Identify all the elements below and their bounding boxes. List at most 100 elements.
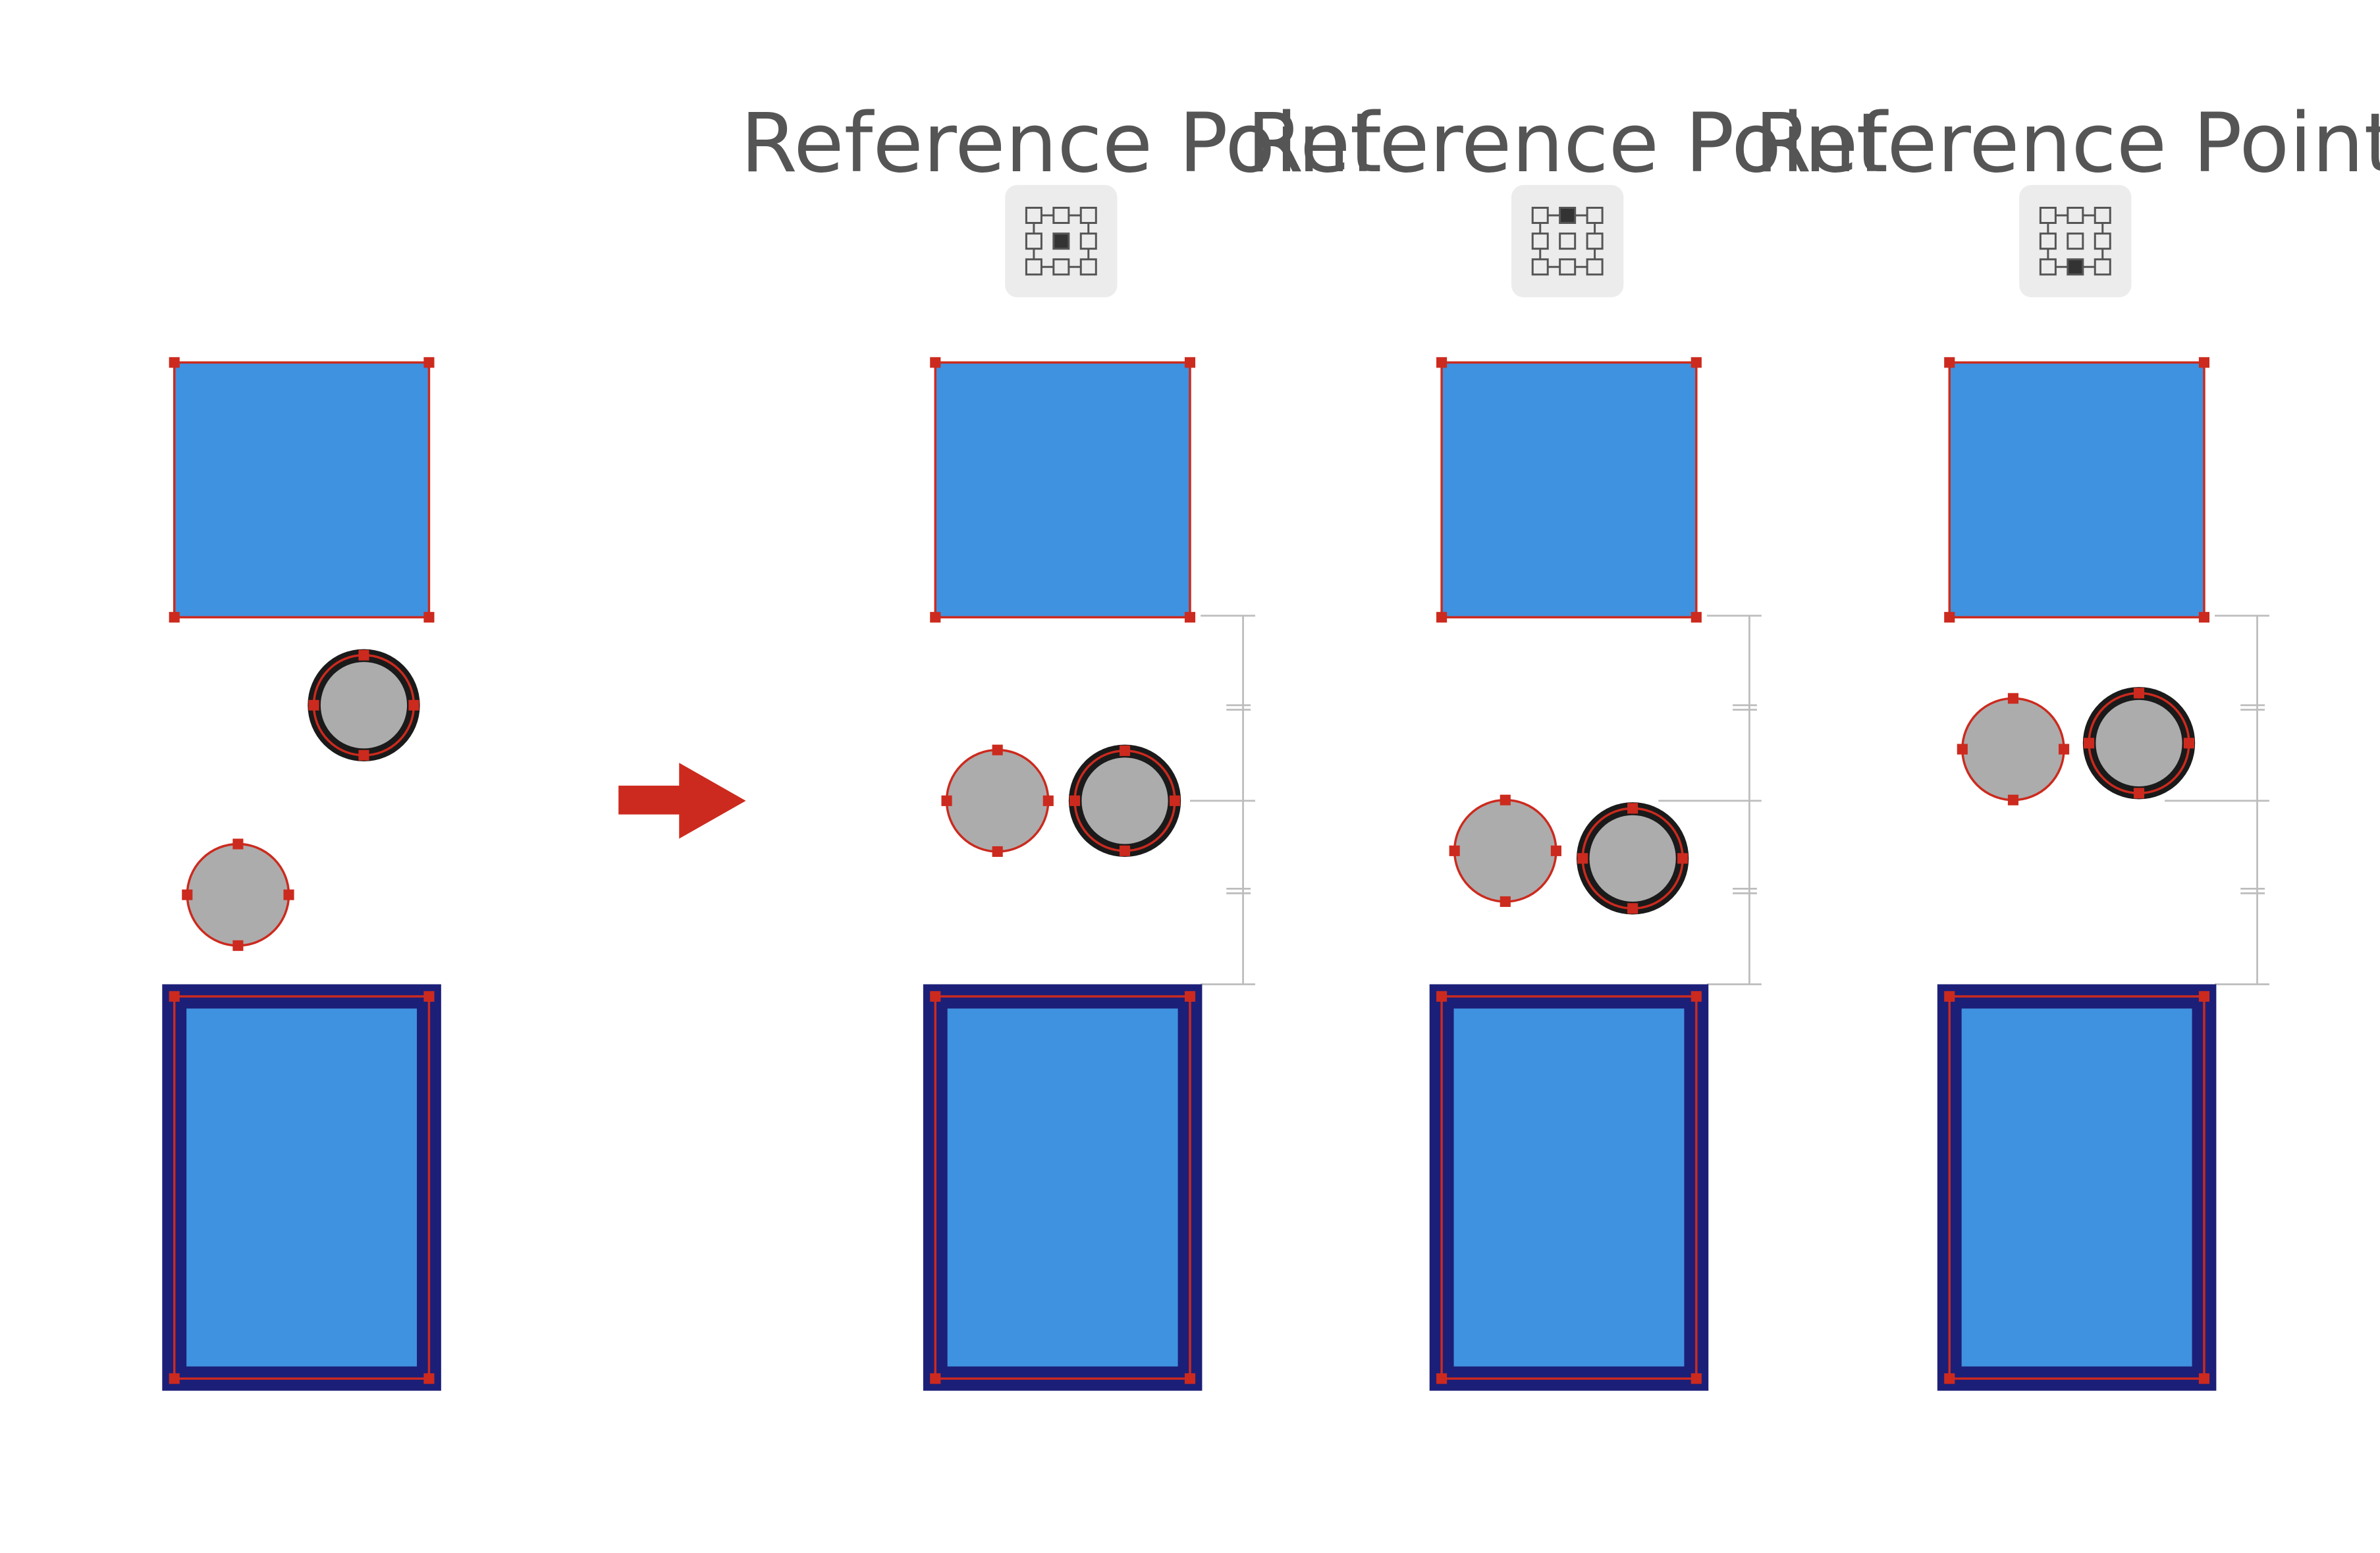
- selection-handle: [1436, 1373, 1447, 1384]
- reference-point-option: [1025, 232, 1042, 250]
- panel-after-top-center-reference: Reference Point: [1247, 96, 1888, 1391]
- frame-inner: [947, 1008, 1178, 1367]
- reference-point-label: Reference Point: [1754, 96, 2380, 191]
- reference-point-widget: Reference Point: [1754, 96, 2380, 298]
- selection-handle: [169, 357, 180, 368]
- reference-point-option: [1586, 206, 1604, 224]
- panel-after-center-reference: Reference Point: [740, 96, 1382, 1391]
- selection-handle: [423, 1373, 435, 1384]
- reference-point-option: [2067, 232, 2084, 250]
- spacing-guide: [1190, 614, 1255, 985]
- selection-handle: [1184, 357, 1196, 368]
- selection-handle: [423, 991, 435, 1002]
- reference-point-option: [1586, 232, 1604, 250]
- reference-point-option: [1052, 206, 1070, 224]
- gray-circle: [1449, 794, 1561, 908]
- blue-square: [169, 357, 435, 623]
- selection-handle: [1184, 612, 1196, 623]
- selection-handle: [1436, 612, 1447, 623]
- panel-after-bottom-center-reference: Reference Point: [1754, 96, 2380, 1391]
- selection-handle: [930, 612, 941, 623]
- reference-point-option: [1531, 206, 1549, 224]
- reference-point-option: [1079, 232, 1097, 250]
- selection-box: [1948, 995, 2205, 1380]
- selection-handle: [1690, 1373, 1702, 1384]
- frame-inner: [1961, 1008, 2192, 1367]
- selection-handle: [408, 699, 419, 711]
- reference-point-option: [2094, 258, 2111, 276]
- blue-square: [1436, 357, 1702, 623]
- reference-point-selected: [2067, 258, 2084, 276]
- outlined-circle-fill: [1589, 815, 1676, 902]
- selection-handle: [232, 940, 244, 951]
- selection-handle: [2007, 794, 2018, 805]
- selection-handle: [169, 1373, 180, 1384]
- selection-handle: [1957, 744, 1968, 755]
- reference-point-option: [1025, 258, 1042, 276]
- reference-point-icon: [2019, 184, 2132, 298]
- gray-circle-body: [945, 748, 1050, 853]
- gray-circle: [1957, 693, 2070, 805]
- selection-handle: [1577, 853, 1588, 864]
- selection-handle: [1436, 991, 1447, 1002]
- selection-handle: [2058, 744, 2070, 755]
- selection-handle: [423, 357, 435, 368]
- reference-point-icon: [1511, 184, 1624, 298]
- selection-handle: [2198, 1373, 2210, 1384]
- blue-square-body: [934, 361, 1191, 618]
- reference-point-icon: [1005, 184, 1118, 298]
- selection-handle: [1119, 845, 1131, 856]
- selection-handle: [2007, 693, 2018, 704]
- selection-handle: [283, 889, 294, 900]
- selection-handle: [423, 612, 435, 623]
- spacing-guide: [1658, 614, 1762, 985]
- selection-handle: [1944, 1373, 1955, 1384]
- reference-point-option: [1052, 258, 1070, 276]
- reference-point-option: [1559, 232, 1577, 250]
- blue-square-body: [1440, 361, 1698, 618]
- selection-handle: [1436, 357, 1447, 368]
- selection-handle: [2198, 991, 2210, 1002]
- outlined-circle-fill: [320, 662, 408, 749]
- selection-handle: [1042, 795, 1054, 806]
- selection-handle: [1550, 845, 1561, 856]
- selection-handle: [2198, 612, 2210, 623]
- gray-circle: [182, 838, 294, 951]
- selection-handle: [1677, 853, 1689, 864]
- reference-point-widget: Reference Point: [740, 96, 1382, 298]
- right-arrow-icon: [618, 763, 746, 839]
- selection-handle: [308, 699, 319, 711]
- blue-square-body: [173, 361, 431, 618]
- frame-inner: [186, 1008, 418, 1367]
- outlined-gray-circle: [1576, 802, 1689, 915]
- selection-box: [173, 995, 431, 1380]
- reference-point-option: [1586, 258, 1604, 276]
- selection-handle: [169, 612, 180, 623]
- gray-circle-body: [1961, 697, 2065, 802]
- selection-handle: [358, 649, 369, 661]
- selection-handle: [1449, 845, 1460, 856]
- reference-point-option: [1025, 206, 1042, 224]
- reference-point-widget: Reference Point: [1247, 96, 1888, 298]
- selection-handle: [992, 744, 1003, 755]
- outlined-circle-fill: [1081, 757, 1168, 844]
- selection-handle: [358, 749, 369, 761]
- panel-before: [162, 357, 441, 1391]
- reference-point-selected: [1559, 206, 1577, 224]
- blue-framed-rectangle: [162, 984, 441, 1391]
- outlined-gray-circle: [1068, 744, 1181, 858]
- reference-point-option: [2094, 232, 2111, 250]
- reference-point-option: [2094, 206, 2111, 224]
- selection-handle: [1169, 795, 1181, 806]
- spacing-guide: [2165, 614, 2269, 985]
- selection-handle: [1627, 803, 1638, 814]
- selection-handle: [930, 1373, 941, 1384]
- reference-point-option: [1531, 232, 1549, 250]
- selection-handle: [1500, 896, 1511, 908]
- reference-point-label: Reference Point: [740, 96, 1382, 191]
- selection-handle: [1690, 357, 1702, 368]
- gray-circle-body: [1453, 798, 1557, 903]
- selection-handle: [1944, 357, 1955, 368]
- reference-point-option: [1079, 258, 1097, 276]
